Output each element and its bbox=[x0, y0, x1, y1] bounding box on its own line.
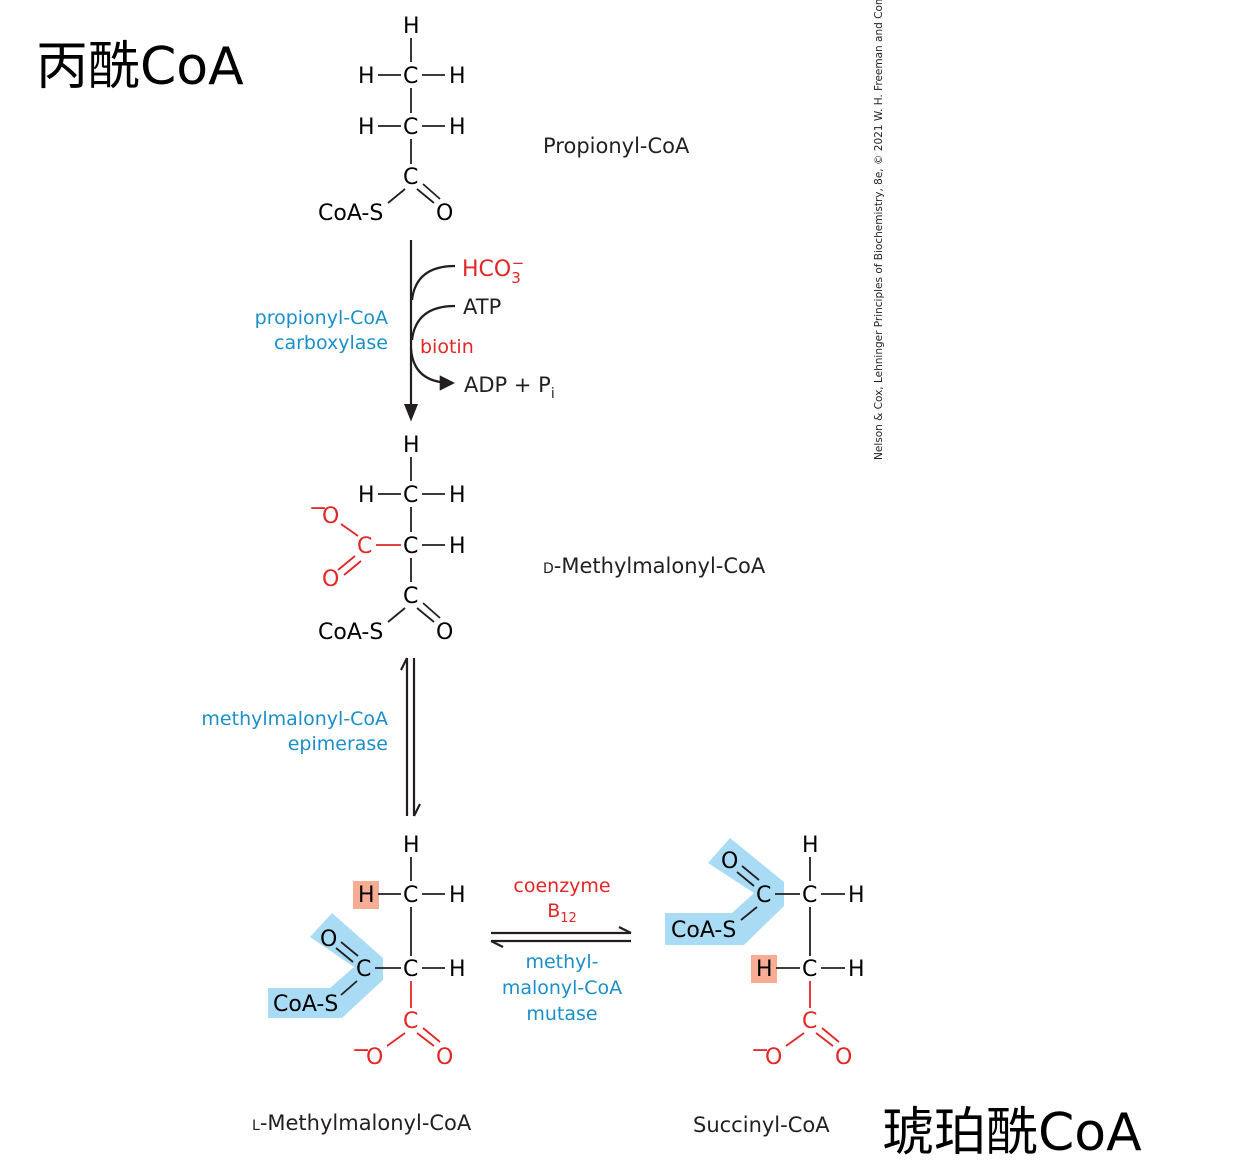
atom-o: O bbox=[835, 1045, 852, 1070]
atom-c: C bbox=[403, 883, 418, 908]
structure-d-methylmalonyl-coa: H H C H − O C O C H C CoA-S O bbox=[309, 433, 466, 645]
atom-h: H bbox=[449, 115, 466, 140]
enzyme-methylmalonyl-coa-epimerase-line2: epimerase bbox=[288, 733, 388, 755]
atom-c: C bbox=[403, 534, 418, 559]
atom-o: O bbox=[721, 849, 738, 874]
atom-c: C bbox=[403, 115, 418, 140]
charge-minus: − bbox=[751, 1038, 769, 1063]
migrating-h-highlight bbox=[751, 955, 777, 983]
cofactor-b12: B12 bbox=[547, 900, 577, 926]
reaction-arrow-carboxylation bbox=[403, 240, 456, 422]
atom-o: O bbox=[436, 201, 453, 226]
coa-s-group: CoA-S bbox=[318, 201, 383, 226]
atom-c: C bbox=[802, 1009, 817, 1034]
atom-o: O bbox=[366, 1045, 383, 1070]
cofactor-coenzyme-b12: coenzyme bbox=[513, 875, 610, 897]
atom-h: H bbox=[449, 534, 466, 559]
atom-o: O bbox=[320, 927, 337, 952]
atom-c: C bbox=[357, 534, 372, 559]
atom-c: C bbox=[356, 957, 371, 982]
reaction-arrow-epimerase bbox=[400, 657, 421, 817]
label-propionyl-coa: Propionyl-CoA bbox=[543, 134, 690, 158]
atom-h: H bbox=[848, 883, 865, 908]
substrate-bicarbonate: HCO3− bbox=[462, 254, 524, 287]
atom-c: C bbox=[403, 64, 418, 89]
atom-c: C bbox=[403, 165, 418, 190]
atom-h: H bbox=[403, 14, 420, 39]
copyright-credit: Nelson & Cox, Lehninger Principles of Bi… bbox=[873, 0, 885, 460]
enzyme-propionyl-coa-carboxylase-line2: carboxylase bbox=[274, 332, 388, 354]
atom-h: H bbox=[358, 64, 375, 89]
atom-o: O bbox=[436, 1045, 453, 1070]
substrate-atp: ATP bbox=[463, 295, 501, 319]
label-d-methylmalonyl-coa: D-Methylmalonyl-CoA bbox=[543, 554, 766, 578]
thioester-highlight bbox=[665, 838, 784, 945]
atom-h: H bbox=[449, 483, 466, 508]
atom-h: H bbox=[449, 64, 466, 89]
atom-h: H bbox=[403, 833, 420, 858]
structure-succinyl-coa: H O C CoA-S C H H C H C − O O bbox=[665, 833, 865, 1070]
enzyme-propionyl-coa-carboxylase: propionyl-CoA bbox=[255, 307, 388, 329]
caption-propionyl-coa: 丙酰CoA bbox=[36, 37, 244, 97]
caption-succinyl-coa: 琥珀酰CoA bbox=[882, 1103, 1142, 1163]
enzyme-methylmalonyl-coa-epimerase: methylmalonyl-CoA bbox=[201, 708, 388, 730]
atom-c: C bbox=[802, 957, 817, 982]
atom-h: H bbox=[848, 957, 865, 982]
atom-c: C bbox=[403, 584, 418, 609]
atom-o: O bbox=[322, 504, 339, 529]
atom-h: H bbox=[358, 115, 375, 140]
atom-c: C bbox=[802, 883, 817, 908]
atom-h: H bbox=[358, 483, 375, 508]
atom-o: O bbox=[765, 1045, 782, 1070]
atom-c: C bbox=[403, 483, 418, 508]
structure-propionyl-coa: H H C H H C H C CoA-S O bbox=[318, 14, 466, 226]
atom-h: H bbox=[449, 957, 466, 982]
coa-s-group: CoA-S bbox=[671, 918, 736, 943]
atom-c: C bbox=[403, 957, 418, 982]
cofactor-biotin: biotin bbox=[420, 336, 474, 358]
coa-s-group: CoA-S bbox=[273, 992, 338, 1017]
atom-h: H bbox=[358, 883, 375, 908]
atom-h: H bbox=[403, 433, 420, 458]
charge-minus: − bbox=[352, 1038, 370, 1063]
atom-h: H bbox=[449, 883, 466, 908]
coa-s-group: CoA-S bbox=[318, 620, 383, 645]
label-succinyl-coa: Succinyl-CoA bbox=[693, 1113, 830, 1137]
atom-c: C bbox=[756, 883, 771, 908]
atom-o: O bbox=[322, 567, 339, 592]
atom-h: H bbox=[756, 957, 773, 982]
thioester-highlight bbox=[268, 913, 383, 1018]
migrating-h-highlight bbox=[353, 881, 379, 909]
atom-h: H bbox=[802, 833, 819, 858]
enzyme-methylmalonyl-coa-mutase: methyl- bbox=[525, 951, 598, 973]
atom-o: O bbox=[436, 620, 453, 645]
enzyme-methylmalonyl-coa-mutase-line2: malonyl-CoA bbox=[502, 977, 622, 999]
structure-l-methylmalonyl-coa: H H C H O C CoA-S C H C − O O bbox=[268, 833, 466, 1070]
charge-minus: − bbox=[309, 496, 327, 521]
atom-c: C bbox=[403, 1009, 418, 1034]
reaction-arrow-mutase bbox=[490, 926, 632, 948]
products-adp-pi: ADP + Pi bbox=[464, 373, 555, 402]
label-l-methylmalonyl-coa: L-Methylmalonyl-CoA bbox=[252, 1111, 472, 1135]
enzyme-methylmalonyl-coa-mutase-line3: mutase bbox=[526, 1003, 597, 1025]
